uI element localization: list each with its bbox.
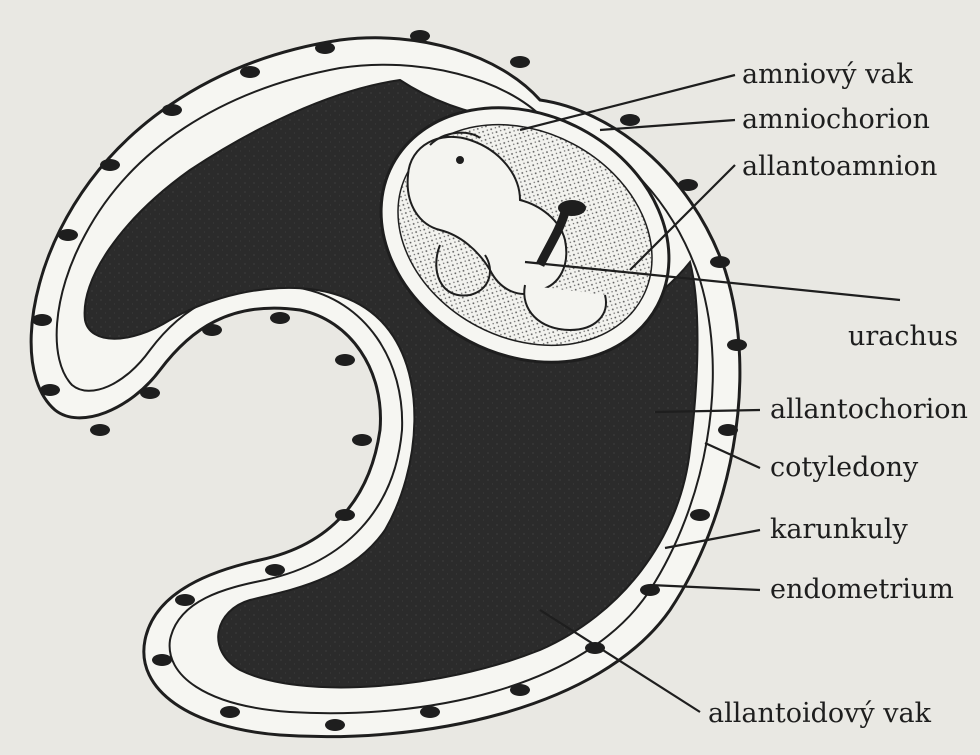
cord-attachment — [558, 200, 586, 216]
label-urachus: urachus — [848, 321, 958, 352]
labels: amniový vak amniochorion allantoamnion u… — [708, 59, 968, 729]
label-allantoamnion: allantoamnion — [742, 151, 937, 182]
label-karunkuly: karunkuly — [770, 514, 909, 545]
label-cotyledony: cotyledony — [770, 452, 919, 483]
label-allantochorion: allantochorion — [770, 394, 968, 425]
label-allantoidovy-vak: allantoidový vak — [708, 698, 932, 729]
label-amniochorion: amniochorion — [742, 104, 930, 135]
label-amniovy-vak: amniový vak — [742, 59, 913, 90]
label-endometrium: endometrium — [770, 574, 954, 605]
